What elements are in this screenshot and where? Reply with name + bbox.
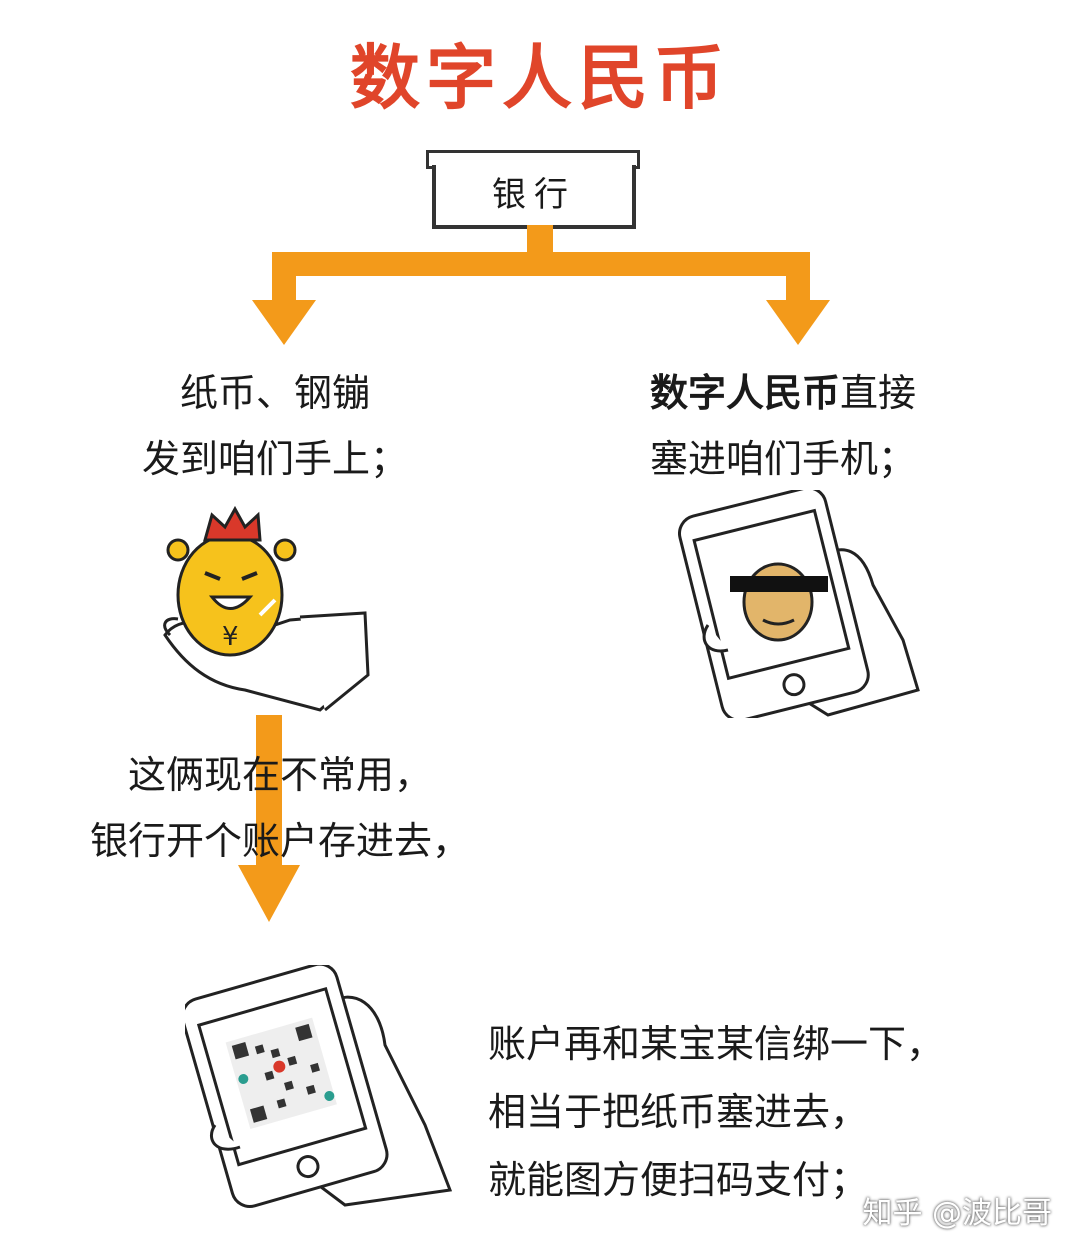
face-icon xyxy=(742,562,814,642)
phone-qr-illustration xyxy=(185,965,453,1208)
bank-box: 银行 xyxy=(432,165,636,229)
right-branch-text: 数字人民币直接 塞进咱们手机； xyxy=(650,360,916,492)
middle-text: 这俩现在不常用， 银行开个账户存进去， xyxy=(90,742,470,874)
left-line-1: 纸币、钢镚 xyxy=(179,371,370,415)
crown-icon xyxy=(203,505,262,542)
coin-hand-illustration: ¥ xyxy=(163,505,370,712)
bank-label: 银行 xyxy=(492,175,576,215)
watermark: 知乎 @波比哥 xyxy=(862,1196,1052,1231)
down-stem xyxy=(256,715,282,865)
left-arrow-head xyxy=(252,300,316,345)
bottom-line-1: 账户再和某宝某信绑一下， xyxy=(488,1022,945,1066)
left-line-2: 发到咱们手上； xyxy=(141,437,408,481)
right-line-1: 数字人民币直接 xyxy=(650,360,916,426)
phone-face-illustration xyxy=(678,490,920,718)
right-arrow-head xyxy=(766,300,830,345)
coin-yen-symbol: ¥ xyxy=(222,622,239,652)
middle-line-2: 银行开个账户存进去， xyxy=(90,819,471,863)
left-branch-text: 纸币、钢镚 发到咱们手上； xyxy=(120,360,430,492)
bottom-line-3: 就能图方便扫码支付； xyxy=(488,1158,869,1202)
right-bold-term: 数字人民币 xyxy=(650,371,841,415)
bottom-line-2: 相当于把纸币塞进去， xyxy=(488,1090,869,1134)
branch-bar xyxy=(272,252,810,276)
right-line-2: 塞进咱们手机； xyxy=(650,437,917,481)
bottom-text: 账户再和某宝某信绑一下， 相当于把纸币塞进去， 就能图方便扫码支付； xyxy=(488,1010,944,1214)
down-arrow-head xyxy=(238,865,300,922)
page-title: 数字人民币 xyxy=(350,37,730,119)
qr-code-icon xyxy=(225,1017,337,1129)
pixel-sunglasses-icon xyxy=(730,576,828,592)
middle-line-1: 这俩现在不常用， xyxy=(127,753,432,797)
right-line-1-rest: 直接 xyxy=(840,371,917,415)
